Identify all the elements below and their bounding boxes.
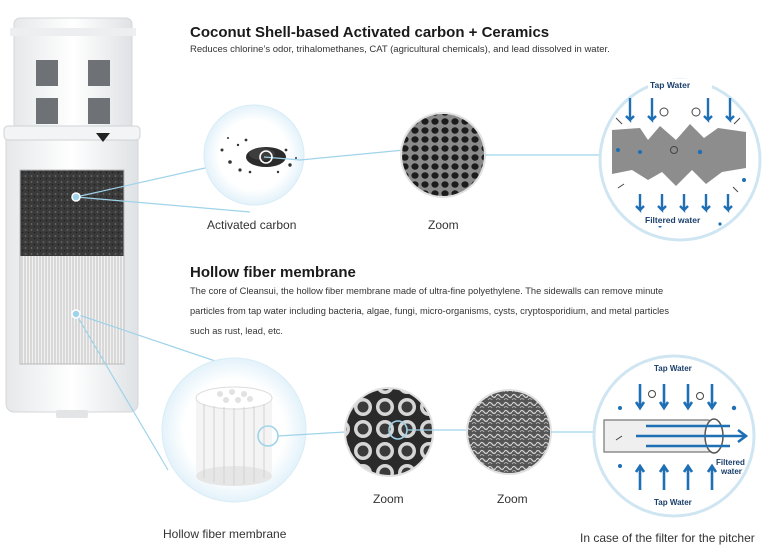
caption-carbon-zoom: Zoom xyxy=(428,218,459,232)
callout-dot-membrane xyxy=(71,309,81,319)
pitcher-filter-caption: In case of the filter for the pitcher xyxy=(580,531,755,545)
membrane-diagram-filtered-label: Filtered xyxy=(716,458,745,467)
carbon-diagram-tap-water-label: Tap Water xyxy=(650,80,691,90)
filter-cartridge xyxy=(3,17,141,418)
membrane-tubes-zoom-circle xyxy=(344,387,468,477)
callout-lines xyxy=(75,165,251,471)
carbon-zoom-circle xyxy=(299,112,600,198)
membrane-bundle-circle xyxy=(161,357,346,503)
membrane-section-title: Hollow fiber membrane xyxy=(190,264,356,281)
caption-hollow-fiber-membrane: Hollow fiber membrane xyxy=(163,527,287,541)
membrane-diagram-tap-water-top-label: Tap Water xyxy=(654,364,692,373)
caption-membrane-zoom-2: Zoom xyxy=(497,492,528,506)
carbon-granules-circle xyxy=(203,104,305,206)
callout-dot-carbon xyxy=(71,192,81,202)
caption-activated-carbon: Activated carbon xyxy=(207,218,297,232)
membrane-diagram-water-label: water xyxy=(721,467,742,476)
carbon-diagram-filtered-water-label: Filtered water xyxy=(645,215,701,225)
membrane-diagram-tap-water-bottom-label: Tap Water xyxy=(654,498,692,507)
caption-membrane-zoom-1: Zoom xyxy=(373,492,404,506)
carbon-section-title: Coconut Shell-based Activated carbon + C… xyxy=(190,24,550,41)
membrane-section-description: The core of Cleansui, the hollow fiber m… xyxy=(190,286,669,336)
carbon-filtration-diagram xyxy=(598,78,762,242)
membrane-filtration-diagram xyxy=(592,354,756,518)
carbon-section-description: Reduces chlorine’s odor, trihalomethanes… xyxy=(190,44,610,55)
membrane-surface-zoom-circle xyxy=(466,389,598,475)
